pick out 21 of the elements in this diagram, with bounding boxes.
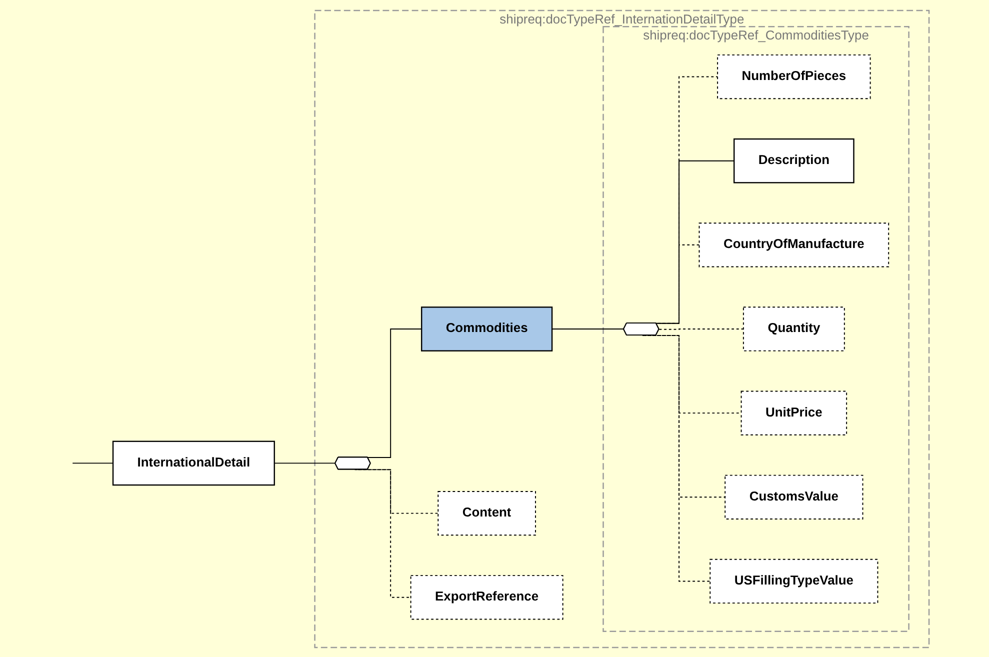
connector — [356, 468, 438, 514]
node-box — [724, 474, 863, 519]
node-box — [709, 558, 878, 604]
node-box — [112, 440, 275, 486]
node-box — [410, 574, 564, 620]
connector — [72, 462, 114, 464]
connector — [354, 468, 412, 598]
cluster — [602, 26, 910, 632]
connector — [274, 462, 336, 464]
node-box — [740, 390, 847, 435]
node-box — [716, 54, 871, 99]
cluster — [314, 9, 930, 648]
connector — [551, 328, 624, 330]
node-box — [437, 490, 536, 536]
node-box — [733, 138, 854, 183]
connector — [658, 328, 744, 330]
connector — [642, 334, 710, 582]
connector — [644, 334, 742, 414]
node-box — [420, 306, 552, 351]
node-box — [742, 306, 845, 351]
node-box — [698, 222, 889, 267]
